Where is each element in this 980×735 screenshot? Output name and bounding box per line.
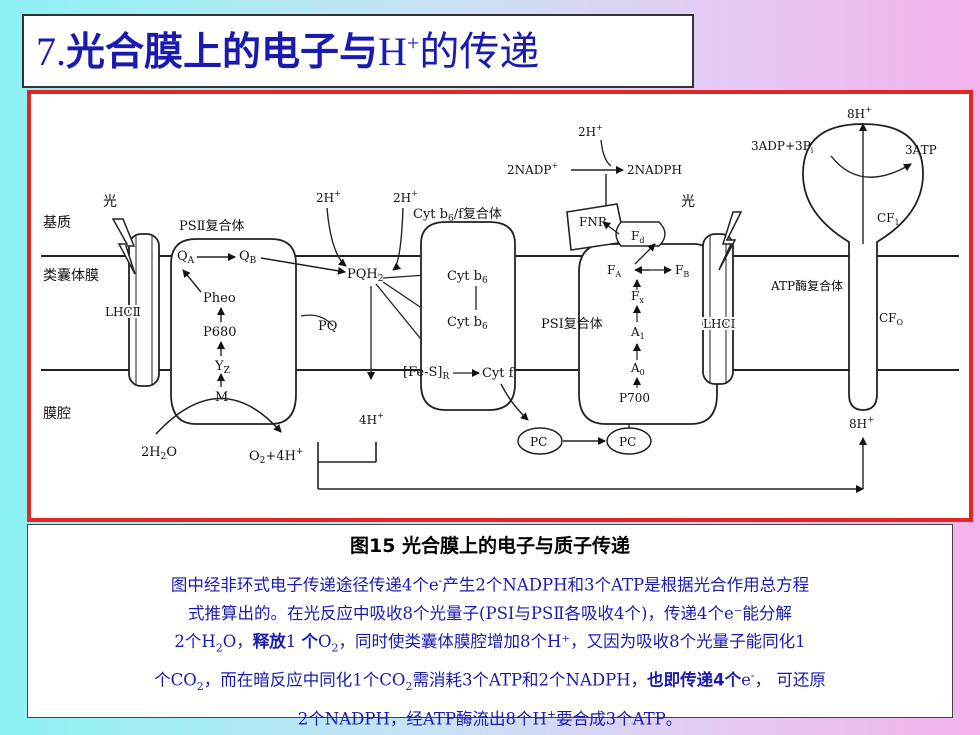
lightning-icon [111, 218, 136, 275]
lumen-label: 膜腔 [43, 406, 71, 422]
fnr-label: FNR [579, 215, 608, 229]
fa-label: FA [607, 263, 621, 279]
cytb6-bot-label: Cyt b6 [447, 315, 488, 332]
psi-label: PSⅠ复合体 [541, 317, 603, 332]
h-top-label: 2H+ [578, 123, 603, 139]
pq-label: PQ [318, 319, 337, 334]
o2-label: O2+4H+ [249, 447, 303, 466]
title-tail: 的传递 [419, 29, 540, 74]
lhci-complex: LHCⅠ 光 [681, 194, 743, 385]
lhcii-complex: LHCⅡ 光 [103, 194, 160, 387]
lhcii-label: LHCⅡ [105, 305, 141, 319]
pqh2-label: PQH2 [347, 267, 383, 284]
title-plus: + [406, 30, 420, 56]
atp-synthase-label: ATP酶复合体 [770, 278, 843, 293]
fb-label: FB [675, 263, 689, 279]
diagram-frame: 基质 类囊体膜 膜腔 LHCⅡ 光 PSⅡ复合体 QA QB Pheo P680… [27, 90, 973, 522]
lightning-icon-2 [718, 211, 743, 271]
fx-label: Fx [631, 289, 644, 305]
caption-line-2: 式推算出的。在光反应中吸收8个光量子(PSⅠ与PSⅡ各吸收4个)，传递4个e⁻能… [188, 603, 792, 623]
proton-return-path [317, 442, 864, 493]
electron-transport-diagram: 基质 类囊体膜 膜腔 LHCⅡ 光 PSⅡ复合体 QA QB Pheo P680… [41, 105, 959, 493]
h8-top-label: 8H+ [847, 105, 872, 121]
caption-line-1: 图中经非环式电子传递途径传递4个e-产生2个NADPH和3个ATP是根据光合作用… [170, 574, 810, 595]
nadp-label: 2NADP+ [507, 161, 558, 177]
pc2-label: PC [619, 435, 636, 449]
stroma-label: 基质 [43, 214, 71, 231]
light-label-2: 光 [681, 194, 695, 210]
caption-line-5: 2个NADPH，经ATP酶流出8个H+要合成3个ATP。 [297, 707, 683, 729]
h-left1-label: 2H+ [316, 189, 341, 205]
psii-complex: PSⅡ复合体 QA QB Pheo P680 YZ M 2H2O O2+4H+ [141, 219, 303, 466]
atp-synthase: CF1 CFO ATP酶复合体 3ADP+3Pi 3ATP 8H+ 8H+ [751, 105, 937, 489]
cytb6f-label: Cyt b6/f复合体 [413, 207, 502, 224]
nadph-label: 2NADPH [627, 163, 682, 177]
a0-label: A0 [630, 361, 645, 377]
h2o-label: 2H2O [141, 445, 177, 462]
yz-label: YZ [214, 359, 230, 376]
h8-bot-label: 8H+ [849, 415, 874, 431]
title-h: H [378, 29, 407, 74]
m-label: M [215, 390, 228, 405]
thylakoid-membrane-label: 类囊体膜 [43, 267, 99, 284]
p680-label: P680 [203, 325, 237, 340]
h-lumen-label: 4H+ [359, 411, 384, 427]
page-title: 7.光合膜上的电子与H+的传递 [36, 24, 539, 81]
caption-line-4: 个CO2，而在暗反应中同化1个CO2需消耗3个ATP和2个NADPH，也即传递4… [154, 668, 826, 693]
caption-box: 图15 光合膜上的电子与质子传递 图中经非环式电子传递途径传递4个e-产生2个N… [27, 524, 953, 728]
cytb6f-complex: Cyt b6/f复合体 Cyt b6 Cyt b6 [Fe-S]R Cyt f [403, 207, 529, 421]
title-bold-part: 光合膜上的电子与 [66, 30, 379, 75]
fd-label: Fd [631, 229, 644, 245]
qa-label: QA [177, 249, 195, 266]
p700-label: P700 [619, 391, 650, 405]
cytf-label: Cyt f [482, 366, 515, 381]
title-box: 7.光合膜上的电子与H+的传递 [22, 14, 694, 88]
qb-label: QB [239, 249, 257, 266]
pheo-label: Pheo [203, 291, 236, 306]
lhci-label: LHCⅠ [703, 317, 736, 331]
atp-label: 3ATP [905, 143, 937, 157]
title-number: 7. [36, 29, 66, 74]
h-left2-label: 2H+ [393, 189, 418, 205]
cytb6-top-label: Cyt b6 [447, 269, 488, 286]
fes-label: [Fe-S]R [403, 365, 449, 382]
psii-label: PSⅡ复合体 [179, 219, 245, 234]
caption-body: 图中经非环式电子传递途径传递4个e-产生2个NADPH和3个ATP是根据光合作用… [36, 567, 944, 733]
adp-label: 3ADP+3Pi [751, 139, 814, 155]
cf1-label: CF1 [877, 211, 900, 227]
pc1-label: PC [530, 435, 547, 449]
light-label-1: 光 [103, 194, 117, 210]
cf0-label: CFO [879, 311, 904, 327]
caption-title: 图15 光合膜上的电子与质子传递 [349, 535, 631, 557]
caption-line-3: 2个H2O，释放1 个O2，同时使类囊体膜腔增加8个H⁺，又因为吸收8个光量子能… [174, 631, 806, 654]
a1-label: A1 [630, 325, 645, 341]
psi-complex: FNR Fd FA FB Fx PSⅠ复合体 A1 A0 P700 [541, 203, 718, 425]
plastocyanin: PC PC [517, 409, 652, 455]
nadp-reduction: 2H+ 2NADP+ 2NADPH [507, 123, 682, 206]
